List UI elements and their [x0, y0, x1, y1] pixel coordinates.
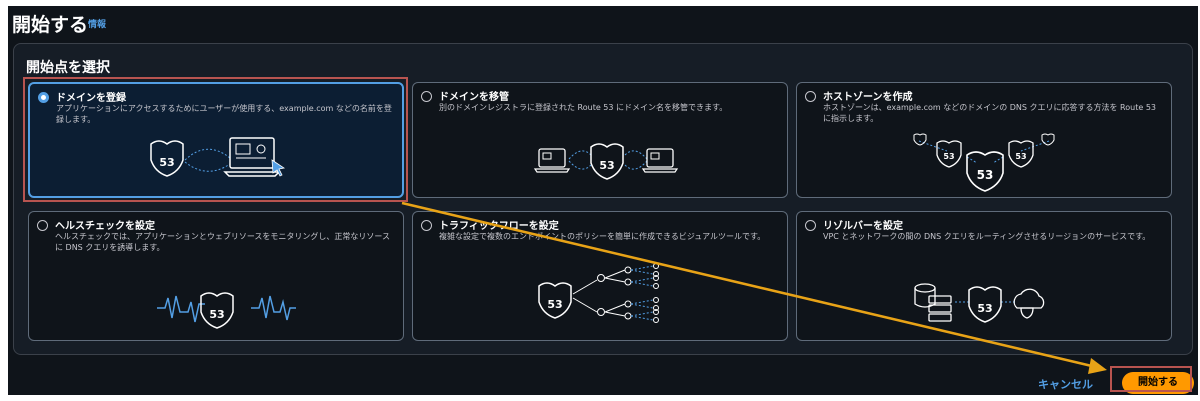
heartbeat-line: [251, 295, 296, 321]
route53-shield-icon: 53: [968, 286, 1002, 323]
option-title: ドメインを移管: [439, 92, 509, 103]
option-register-domain[interactable]: ドメインを登録 アプリケーションにアクセスするためにユーザーが使用する、exam…: [28, 82, 404, 198]
cloud-lock-icon: [1013, 288, 1045, 319]
route53-badge-text: 53: [159, 156, 174, 169]
option-description: 複雑な設定で複数のエンドポイントのポリシーを簡単に作成できるビジュアルツールです…: [439, 232, 766, 241]
laptop-icon: [533, 148, 571, 173]
route53-shield-icon: 53: [538, 282, 572, 319]
start-button[interactable]: 開始する: [1122, 372, 1194, 394]
panel-title: 開始点を選択: [26, 60, 110, 76]
database-server-icon: [914, 283, 952, 322]
option-title: トラフィックフローを設定: [439, 221, 559, 232]
radio-button[interactable]: [805, 91, 816, 102]
route53-badge-text: 53: [209, 308, 224, 321]
option-transfer-domain[interactable]: ドメインを移管 別のドメインレジストラに登録された Route 53 にドメイン…: [412, 82, 788, 198]
option-description: 別のドメインレジストラに登録された Route 53 にドメイン名を移管できます…: [439, 103, 728, 112]
route53-shield-icon: 53: [150, 140, 184, 177]
route53-badge-text: 53: [943, 152, 954, 161]
option-title: リゾルバーを設定: [823, 221, 903, 232]
option-title: ドメインを登録: [56, 93, 126, 104]
route53-badge-text: 53: [599, 159, 614, 172]
route53-badge-text: 53: [547, 298, 562, 311]
option-title: ヘルスチェックを設定: [55, 221, 155, 232]
option-title: ホストゾーンを作成: [823, 92, 913, 103]
radio-button[interactable]: [421, 220, 432, 231]
route53-shield-icon: 53: [590, 143, 624, 180]
option-resolver[interactable]: リゾルバーを設定 VPC とネットワークの間の DNS クエリをルーティングさせ…: [796, 211, 1172, 341]
radio-button[interactable]: [37, 220, 48, 231]
radio-button[interactable]: [421, 91, 432, 102]
heartbeat-line: [157, 295, 205, 323]
option-description: ヘルスチェックでは、アプリケーションとウェブリソースをモニタリングし、正常なリソ…: [55, 232, 391, 252]
cancel-button[interactable]: キャンセル: [1038, 378, 1093, 391]
route53-shield-icon: 53: [936, 140, 962, 168]
page-title: 開始する: [12, 14, 89, 36]
option-create-hosted-zone[interactable]: ホストゾーンを作成 ホストゾーンは、example.com などのドメインの D…: [796, 82, 1172, 198]
cursor-icon: [271, 159, 286, 177]
wizard-frame: 開始する 情報 開始点を選択 ドメインを登録 アプリケーションにアクセスするため…: [8, 6, 1198, 395]
option-health-check[interactable]: ヘルスチェックを設定 ヘルスチェックでは、アプリケーションとウェブリソースをモニ…: [28, 211, 404, 341]
option-traffic-flow[interactable]: トラフィックフローを設定 複雑な設定で複数のエンドポイントのポリシーを簡単に作成…: [412, 211, 788, 341]
starting-point-panel: 開始点を選択 ドメインを登録 アプリケーションにアクセスするためにユーザーが使用…: [13, 43, 1193, 355]
small-shield-icon: [1041, 133, 1055, 146]
radio-button[interactable]: [805, 220, 816, 231]
route53-shield-icon: 53: [1008, 140, 1034, 168]
route53-shield-icon: 53: [966, 151, 1004, 192]
option-description: VPC とネットワークの間の DNS クエリをルーティングさせるリージョンのサー…: [823, 232, 1151, 241]
laptop-icon: [223, 137, 281, 177]
route53-badge-text: 53: [1015, 152, 1026, 161]
route53-badge-text: 53: [977, 168, 994, 182]
route53-shield-icon: 53: [200, 292, 234, 329]
small-shield-icon: [913, 133, 927, 146]
info-link[interactable]: 情報: [88, 20, 107, 30]
radio-button-selected[interactable]: [38, 92, 49, 103]
laptop-icon: [641, 148, 679, 173]
option-description: アプリケーションにアクセスするためにユーザーが使用する、example.com …: [56, 104, 392, 124]
option-description: ホストゾーンは、example.com などのドメインの DNS クエリに応答す…: [823, 103, 1156, 123]
route53-badge-text: 53: [977, 302, 992, 315]
